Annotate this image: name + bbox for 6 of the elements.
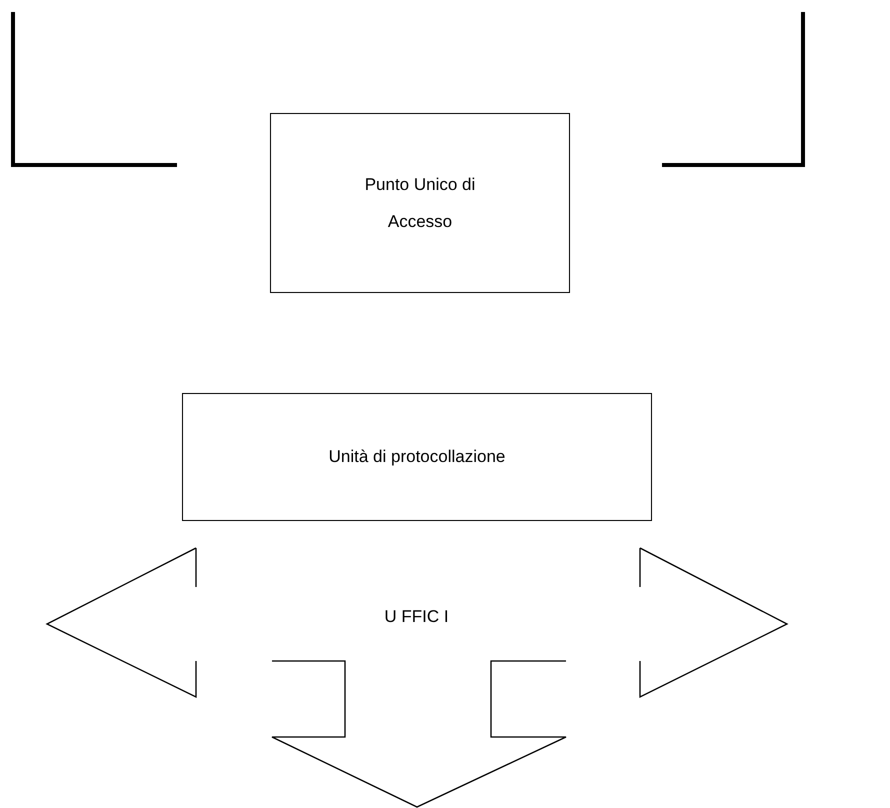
node-label: Punto Unico di Accesso xyxy=(364,174,476,233)
three-way-arrow xyxy=(45,545,788,808)
node-label: Unità di protocollazione xyxy=(328,447,506,467)
process-box xyxy=(182,393,652,521)
process-box xyxy=(270,113,570,293)
node-label: U FFIC I xyxy=(384,607,449,627)
